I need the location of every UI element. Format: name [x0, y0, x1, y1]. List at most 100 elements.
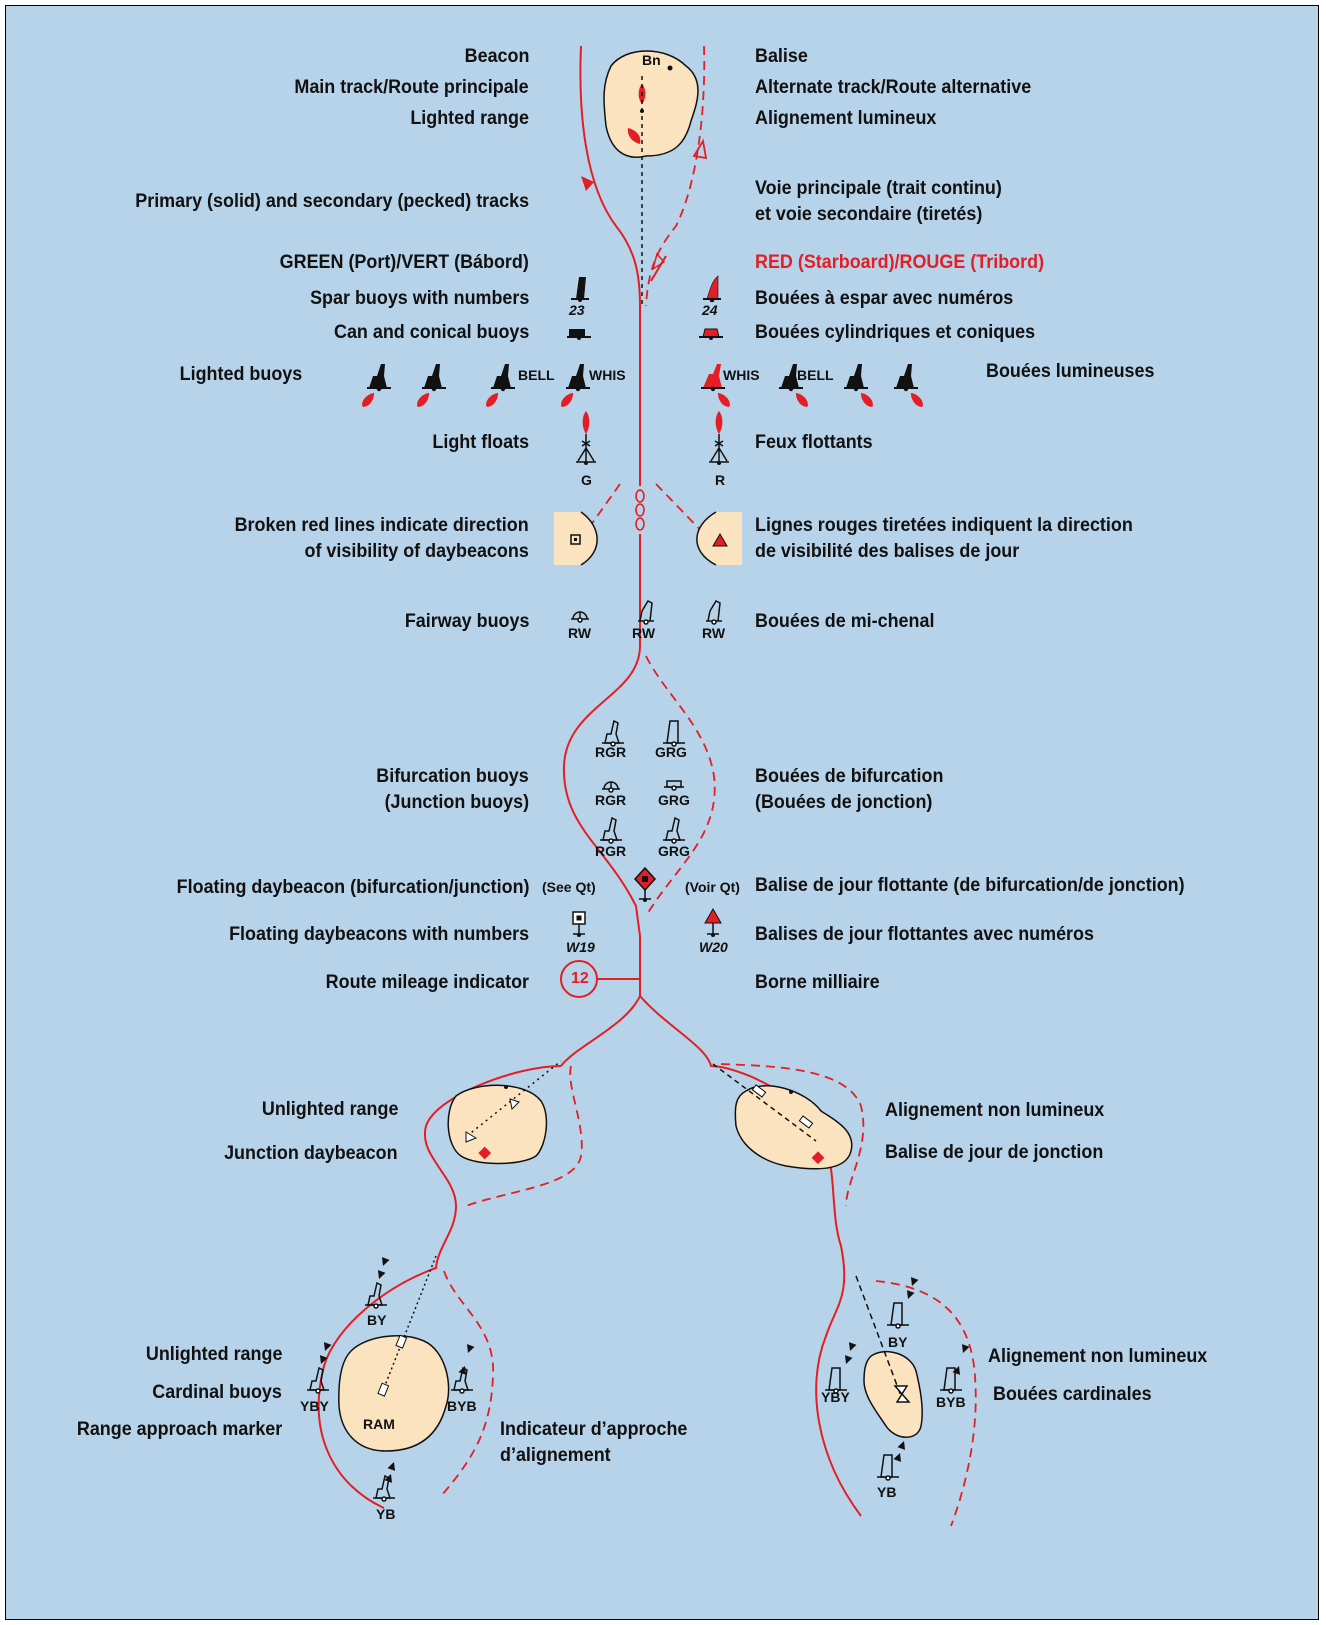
label-bouees-bif-1: Bouées de bifurcation	[755, 765, 944, 787]
label-beacon: Beacon	[464, 45, 529, 67]
floating-daybeacon-w20-icon	[704, 907, 722, 937]
bifurcation-buoys	[599, 720, 686, 844]
label-bouees-espar: Bouées à espar avec numéros	[755, 287, 1014, 309]
mark-grg-3: GRG	[658, 843, 690, 859]
label-broken-1: Broken red lines indicate direction	[234, 514, 529, 536]
light-float-red-icon	[709, 411, 729, 465]
label-red: RED (Starboard)/ROUGE (Tribord)	[755, 251, 1045, 273]
label-bouees-cardinales: Bouées cardinales	[993, 1383, 1152, 1405]
floating-daybeacon-junction-icon	[633, 866, 657, 902]
label-lighted-range: Lighted range	[410, 107, 529, 129]
label-borne: Borne milliaire	[755, 971, 880, 993]
mark-w19: W19	[566, 939, 595, 955]
label-alignement-non-lumineux: Alignement non lumineux	[885, 1099, 1105, 1121]
daybeacon-green-panel	[554, 511, 598, 566]
mark-23: 23	[569, 302, 585, 318]
mark-rw-3: RW	[702, 625, 726, 641]
label-light-floats: Light floats	[432, 431, 529, 453]
label-fairway: Fairway buoys	[404, 610, 529, 632]
island-range-right	[855, 1275, 923, 1438]
light-flares	[359, 390, 926, 410]
label-bif-1: Bifurcation buoys	[376, 765, 529, 787]
label-feux-flottants: Feux flottants	[755, 431, 873, 453]
mark-r: R	[715, 472, 726, 488]
label-alignement-lumineux: Alignement lumineux	[755, 107, 937, 129]
mark-yby-right: YBY	[821, 1389, 850, 1405]
light-float-green-icon	[576, 411, 596, 465]
mark-see-qt: (See Qt)	[542, 879, 596, 895]
label-unlighted-range-2: Unlighted range	[145, 1343, 282, 1365]
mark-bn: Bn	[642, 52, 661, 68]
mark-whis-right: WHIS	[723, 367, 760, 383]
mark-voir-qt: (Voir Qt)	[685, 879, 740, 895]
floating-daybeacon-w19-icon	[572, 911, 586, 937]
island-ram-left	[338, 1255, 450, 1452]
mark-24: 24	[702, 302, 718, 318]
label-indicateur-2: d’alignement	[500, 1444, 611, 1466]
mark-byb-right: BYB	[936, 1394, 966, 1410]
mark-rw-1: RW	[568, 625, 592, 641]
label-floating-db: Floating daybeacon (bifurcation/junction…	[176, 876, 529, 898]
label-main-track: Main track/Route principale	[294, 76, 529, 98]
label-balise-jonction: Balise de jour de jonction	[885, 1141, 1104, 1163]
mark-bell-right: BELL	[797, 367, 834, 383]
label-lighted-buoys: Lighted buoys	[179, 363, 302, 385]
can-buoy-icon	[567, 329, 591, 340]
spar-buoy-red-icon	[703, 275, 721, 303]
label-bouees-bif-2: (Bouées de jonction)	[755, 791, 933, 813]
lighted-buoys-green	[366, 363, 591, 393]
label-balise: Balise	[755, 45, 808, 67]
mark-rgr-3: RGR	[595, 843, 627, 859]
mark-grg-1: GRG	[655, 744, 687, 760]
diagram-frame: Beacon Main track/Route principale Light…	[5, 5, 1319, 1620]
mark-byb-left: BYB	[447, 1398, 477, 1414]
mark-w20: W20	[699, 939, 728, 955]
spar-buoy-green-icon	[570, 276, 590, 303]
mark-ram: RAM	[363, 1416, 395, 1432]
mark-by-right: BY	[888, 1334, 908, 1350]
label-voie-1: Voie principale (trait continu)	[755, 177, 1002, 199]
mark-by-left: BY	[367, 1312, 387, 1328]
mark-bell-left: BELL	[518, 367, 555, 383]
label-spar: Spar buoys with numbers	[309, 287, 529, 309]
label-lignes-1: Lignes rouges tiretées indiquent la dire…	[755, 514, 1133, 536]
island-unlighted-range-left	[447, 1060, 562, 1165]
mark-yby-left: YBY	[300, 1398, 329, 1414]
track-marker	[635, 489, 645, 531]
label-unlighted-range: Unlighted range	[261, 1098, 398, 1120]
label-alignement-non-lumineux-2: Alignement non lumineux	[988, 1345, 1208, 1367]
label-mi-chenal: Bouées de mi-chenal	[755, 610, 935, 632]
label-bouees-cyl: Bouées cylindriques et coniques	[755, 321, 1036, 343]
mark-whis-left: WHIS	[589, 367, 626, 383]
lighted-buoys-red	[701, 363, 919, 393]
label-green: GREEN (Port)/VERT (Bábord)	[279, 251, 529, 273]
top-island	[603, 50, 699, 158]
mark-grg-2: GRG	[658, 792, 690, 808]
label-alternate-track: Alternate track/Route alternative	[755, 76, 1032, 98]
label-indicateur-1: Indicateur d’approche	[500, 1418, 688, 1440]
mark-rgr-1: RGR	[595, 744, 627, 760]
mark-rgr-2: RGR	[595, 792, 627, 808]
label-balises-flottantes: Balises de jour flottantes avec numéros	[755, 923, 1094, 945]
label-junction-db: Junction daybeacon	[224, 1142, 398, 1164]
label-balise-flottante: Balise de jour flottante (de bifurcation…	[755, 874, 1185, 896]
label-cardinal: Cardinal buoys	[152, 1381, 282, 1403]
conical-buoy-icon	[699, 328, 723, 340]
label-broken-2: of visibility of daybeacons	[304, 540, 529, 562]
label-bif-2: (Junction buoys)	[384, 791, 529, 813]
label-tracks: Primary (solid) and secondary (pecked) t…	[135, 190, 529, 212]
label-bouees-lumineuses: Bouées lumineuses	[986, 360, 1155, 382]
mark-yb-left: YB	[376, 1506, 396, 1522]
daybeacon-red-panel	[696, 511, 742, 566]
mark-mile-12: 12	[571, 970, 589, 987]
label-lignes-2: de visibilité des balises de jour	[755, 540, 1020, 562]
fairway-buoys	[571, 600, 722, 625]
chart-symbols-diagram	[306, 45, 977, 1527]
label-floating-dbs: Floating daybeacons with numbers	[228, 923, 529, 945]
mark-g: G	[581, 472, 592, 488]
label-mileage: Route mileage indicator	[325, 971, 529, 993]
mark-rw-2: RW	[632, 625, 656, 641]
mark-yb-right: YB	[877, 1484, 897, 1500]
island-unlighted-range-right	[712, 1063, 853, 1170]
label-can: Can and conical buoys	[333, 321, 529, 343]
